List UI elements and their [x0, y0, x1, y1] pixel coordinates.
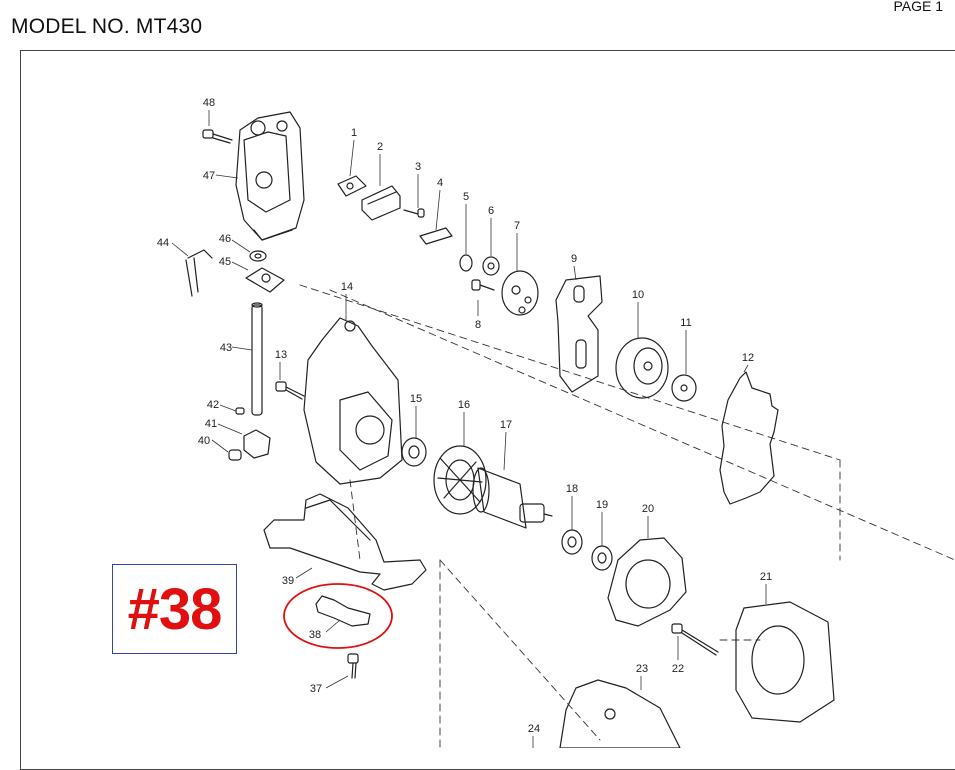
svg-text:17: 17 — [500, 419, 512, 431]
part-10-gear — [615, 337, 669, 399]
part-40-screw — [228, 449, 242, 461]
svg-text:18: 18 — [566, 483, 578, 495]
svg-text:10: 10 — [632, 289, 644, 301]
part-9-slider — [555, 275, 603, 393]
svg-text:13: 13 — [275, 349, 287, 361]
svg-text:12: 12 — [742, 352, 754, 364]
part-19-bearing — [591, 545, 613, 571]
part-18-bearing — [561, 529, 583, 555]
svg-text:19: 19 — [596, 499, 608, 511]
svg-text:39: 39 — [282, 575, 294, 587]
part-5-ring — [459, 254, 473, 272]
part-16-fan — [433, 445, 487, 515]
page-number: PAGE 1 — [893, 0, 943, 14]
svg-text:2: 2 — [377, 141, 383, 153]
part-15-bearing — [401, 437, 427, 467]
part-46-washer — [249, 250, 267, 262]
part-12-gasket — [719, 371, 779, 505]
part-17-armature — [472, 467, 553, 529]
callout-label: #38 — [127, 576, 223, 642]
svg-text:24: 24 — [528, 723, 540, 735]
part-47-gear-housing — [235, 111, 305, 241]
part-14-motor-housing — [303, 317, 403, 485]
svg-text:38: 38 — [309, 629, 321, 641]
part-11-washer — [671, 374, 697, 402]
svg-text:48: 48 — [203, 97, 215, 109]
svg-text:42: 42 — [207, 399, 219, 411]
part-2-block — [361, 185, 401, 221]
svg-text:1: 1 — [351, 127, 357, 139]
part-23-housing — [559, 679, 681, 748]
svg-text:8: 8 — [475, 319, 481, 331]
svg-text:45: 45 — [219, 256, 231, 268]
part-6-bearing — [482, 256, 500, 276]
part-43-rod — [251, 302, 263, 416]
part-38-lever — [315, 595, 371, 627]
highlight-ellipse — [283, 583, 393, 649]
part-3-screw — [403, 208, 425, 218]
svg-text:9: 9 — [571, 253, 577, 265]
part-37-screw — [347, 653, 359, 679]
part-4-plate — [419, 227, 453, 245]
model-title: MODEL NO. MT430 — [11, 15, 203, 38]
callout-box: #38 — [112, 564, 237, 654]
part-45-plate — [245, 267, 285, 293]
svg-text:11: 11 — [680, 317, 691, 329]
part-7-cam — [501, 270, 539, 316]
part-39-base — [263, 493, 427, 591]
part-22-screw — [671, 623, 719, 656]
svg-text:22: 22 — [672, 663, 684, 675]
svg-text:44: 44 — [157, 237, 169, 249]
svg-text:4: 4 — [437, 177, 443, 189]
part-44-wire — [185, 249, 213, 297]
svg-text:37: 37 — [310, 683, 322, 695]
svg-text:40: 40 — [198, 435, 210, 447]
svg-text:5: 5 — [463, 191, 469, 203]
svg-text:46: 46 — [219, 233, 231, 245]
exploded-parts-diagram: 48 47 44 46 45 43 42 41 40 13 14 1 2 3 4… — [157, 97, 955, 748]
svg-text:47: 47 — [203, 170, 215, 182]
svg-text:41: 41 — [205, 418, 217, 430]
part-13-screw — [275, 381, 305, 400]
svg-text:43: 43 — [220, 342, 232, 354]
svg-text:15: 15 — [410, 393, 422, 405]
svg-text:20: 20 — [642, 503, 654, 515]
svg-text:23: 23 — [636, 663, 648, 675]
svg-text:16: 16 — [458, 399, 470, 411]
part-1-clamp — [337, 175, 367, 197]
part-42-pin — [235, 407, 245, 415]
svg-text:6: 6 — [488, 205, 494, 217]
part-8-screw — [471, 279, 495, 291]
svg-text:7: 7 — [514, 220, 520, 232]
part-48-screw — [202, 129, 233, 144]
svg-text:14: 14 — [341, 281, 353, 293]
part-21-field — [735, 601, 835, 723]
svg-text:21: 21 — [760, 571, 772, 583]
svg-text:3: 3 — [415, 161, 421, 173]
part-41-holder — [243, 429, 271, 459]
part-20-baffle — [607, 537, 687, 627]
